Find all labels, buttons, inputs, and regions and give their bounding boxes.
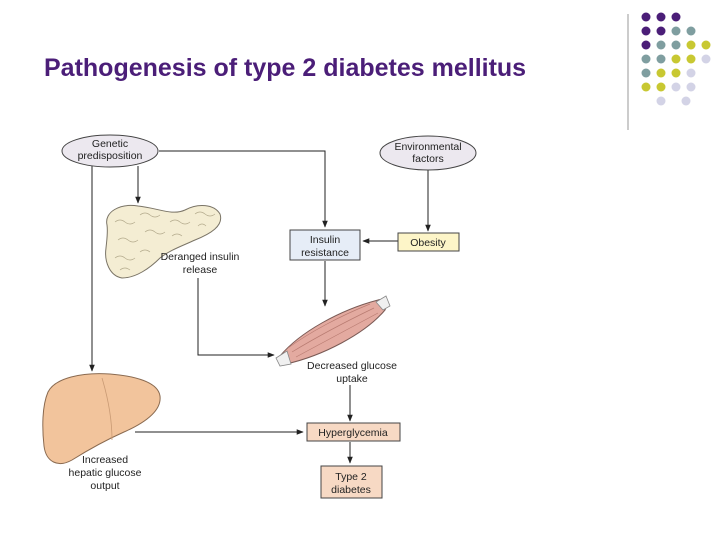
- hyperglycemia-label: Hyperglycemia: [318, 427, 388, 439]
- insulin-line-1: Insulin: [310, 234, 341, 246]
- genetic-predisposition-node: Genetic predisposition: [61, 134, 159, 168]
- type2-diabetes-node: Type 2 diabetes: [320, 465, 383, 499]
- connectors: [89, 150, 431, 464]
- hyperglycemia-node: Hyperglycemia: [306, 422, 401, 442]
- pancreas-icon: [105, 204, 222, 279]
- insulin-line-2: resistance: [301, 247, 349, 259]
- outcome-line-2: diabetes: [331, 484, 371, 496]
- genetic-line-1: Genetic: [92, 138, 128, 150]
- environmental-line-2: factors: [412, 153, 444, 165]
- deranged-line-1: Deranged insulin: [161, 251, 240, 263]
- liver-icon: [42, 373, 161, 464]
- environmental-line-1: Environmental: [394, 141, 461, 153]
- obesity-node: Obesity: [397, 232, 460, 252]
- deranged-line-2: release: [183, 264, 218, 276]
- hepatic-line-1: Increased: [82, 454, 128, 466]
- muscle-icon: [275, 295, 391, 367]
- outcome-line-1: Type 2: [335, 471, 367, 483]
- uptake-line-1: Decreased glucose: [307, 360, 397, 372]
- uptake-line-2: uptake: [336, 373, 368, 385]
- insulin-resistance-node: Insulin resistance: [289, 229, 361, 261]
- hepatic-line-2: hepatic glucose: [69, 467, 142, 479]
- environmental-factors-node: Environmental factors: [379, 135, 477, 171]
- obesity-label: Obesity: [410, 237, 446, 249]
- decorative-dot-grid: [641, 12, 711, 106]
- genetic-line-2: predisposition: [78, 150, 143, 162]
- hepatic-line-3: output: [90, 480, 119, 492]
- slide-title: Pathogenesis of type 2 diabetes mellitus: [44, 54, 527, 82]
